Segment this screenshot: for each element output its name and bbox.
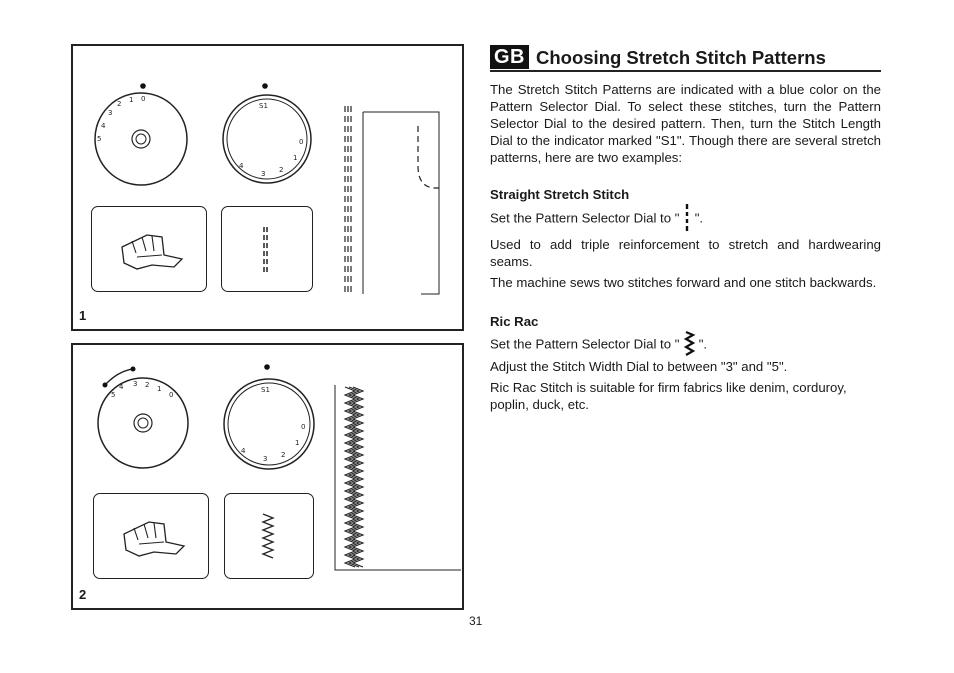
ric-rac-set: Set the Pattern Selector Dial to " ". bbox=[490, 330, 881, 357]
presser-foot-panel bbox=[93, 493, 209, 579]
ric-rac-icon bbox=[261, 513, 275, 559]
ric-rac-para2: Ric Rac Stitch is suitable for firm fabr… bbox=[490, 380, 847, 412]
page-title: Choosing Stretch Stitch Patterns bbox=[536, 46, 826, 68]
width-label: 4 bbox=[119, 383, 124, 391]
stitch-length-dial: S1 0 1 2 3 4 bbox=[223, 364, 315, 470]
length-label: 4 bbox=[241, 447, 246, 455]
width-label: 3 bbox=[133, 380, 137, 388]
stitch-length-dial: S1 0 1 2 3 4 bbox=[222, 83, 312, 184]
length-label: S1 bbox=[259, 102, 268, 110]
straight-stretch-para1: Used to add triple reinforcement to stre… bbox=[490, 237, 881, 269]
ric-rac-sample bbox=[334, 385, 461, 571]
width-label: 1 bbox=[157, 385, 161, 393]
width-label: 2 bbox=[117, 100, 121, 108]
figure-1: 5 4 3 2 1 0 S1 0 1 2 3 4 bbox=[71, 44, 464, 331]
length-label: 3 bbox=[263, 455, 267, 463]
width-label: 3 bbox=[108, 109, 112, 117]
figure-number: 1 bbox=[79, 308, 87, 323]
length-label: S1 bbox=[261, 386, 270, 394]
stitch-width-dial: 5 4 3 2 1 0 bbox=[94, 83, 188, 186]
set-prefix: Set the Pattern Selector Dial to " bbox=[490, 210, 680, 226]
width-label: 5 bbox=[97, 135, 101, 143]
length-label: 1 bbox=[293, 154, 297, 162]
pattern-indicator-panel bbox=[224, 493, 314, 579]
width-label: 0 bbox=[169, 391, 173, 399]
page-number: 31 bbox=[469, 614, 483, 628]
presser-foot-icon bbox=[121, 234, 184, 270]
set-prefix: Set the Pattern Selector Dial to " bbox=[490, 336, 680, 352]
stitch-width-dial: 5 4 3 2 1 0 bbox=[97, 366, 189, 469]
straight-stretch-set: Set the Pattern Selector Dial to " ". bbox=[490, 204, 881, 232]
width-label: 2 bbox=[145, 381, 149, 389]
set-suffix: ". bbox=[698, 336, 708, 352]
set-suffix: ". bbox=[694, 210, 704, 226]
width-label: 5 bbox=[111, 391, 115, 399]
length-label: 2 bbox=[281, 451, 285, 459]
pattern-indicator-panel bbox=[221, 206, 313, 292]
straight-stretch-sample bbox=[344, 106, 440, 295]
length-label: 4 bbox=[239, 162, 244, 170]
straight-stretch-heading: Straight Stretch Stitch bbox=[490, 187, 630, 202]
width-label: 4 bbox=[101, 122, 106, 130]
width-label: 1 bbox=[129, 96, 133, 104]
language-badge: GB bbox=[490, 45, 529, 69]
presser-foot-panel bbox=[91, 206, 207, 292]
ric-rac-para1: Adjust the Stitch Width Dial to between … bbox=[490, 359, 788, 374]
section-header: GB Choosing Stretch Stitch Patterns bbox=[490, 44, 881, 72]
ric-rac-symbol-icon bbox=[683, 330, 696, 357]
width-label: 0 bbox=[141, 95, 145, 103]
straight-stretch-icon bbox=[263, 227, 268, 273]
length-label: 0 bbox=[299, 138, 303, 146]
ric-rac-heading: Ric Rac bbox=[490, 314, 539, 329]
figure-number: 2 bbox=[79, 587, 87, 602]
length-label: 2 bbox=[279, 166, 283, 174]
text-column: GB Choosing Stretch Stitch Patterns The … bbox=[490, 44, 881, 413]
straight-stretch-para2: The machine sews two stitches forward an… bbox=[490, 275, 877, 290]
intro-paragraph: The Stretch Stitch Patterns are indicate… bbox=[490, 82, 881, 165]
straight-stretch-symbol-icon bbox=[683, 204, 691, 232]
figure-2: 5 4 3 2 1 0 S1 0 1 2 3 4 bbox=[71, 343, 464, 610]
length-label: 1 bbox=[295, 439, 299, 447]
length-label: 3 bbox=[261, 170, 265, 178]
presser-foot-icon bbox=[123, 521, 186, 557]
length-label: 0 bbox=[301, 423, 305, 431]
